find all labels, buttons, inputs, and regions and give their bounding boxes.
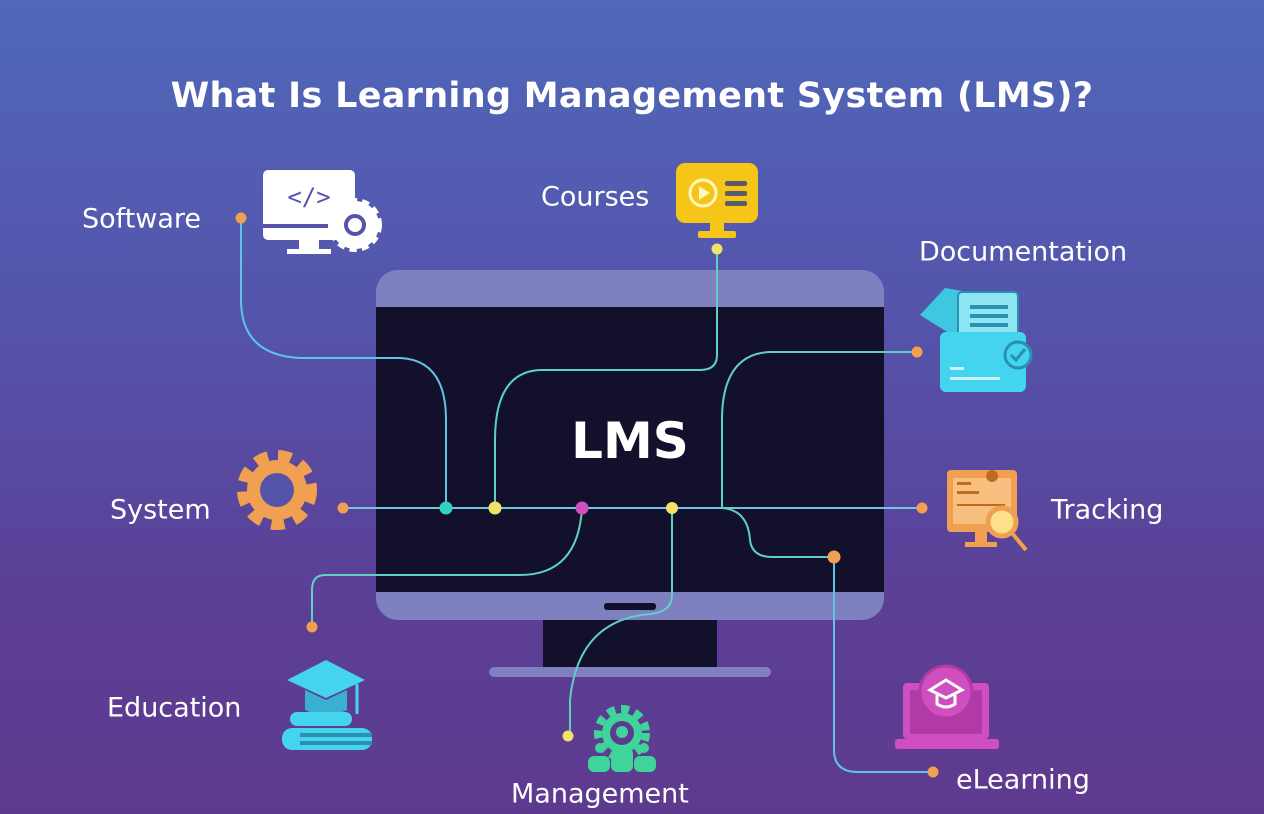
node-label-software: Software (82, 203, 202, 235)
elearning-dot (927, 766, 939, 778)
monitor-slot (604, 603, 656, 610)
hub-dot-teal (439, 501, 453, 515)
education-books-icon (282, 660, 372, 750)
node-label-education: Education (107, 692, 242, 724)
monitor-stand (543, 620, 717, 667)
management-line (569, 508, 673, 735)
node-label-system: System (110, 494, 211, 526)
node-label-elearning: eLearning (956, 764, 1090, 796)
software-code-icon: </> (263, 170, 382, 254)
junction-dot-orange (827, 550, 841, 564)
courses-line (494, 249, 718, 508)
documentation-dot (911, 346, 923, 358)
courses-dot (711, 243, 723, 255)
hub-dot-magenta (575, 501, 589, 515)
svg-text:</>: </> (287, 183, 330, 211)
courses-video-icon (676, 163, 758, 238)
hub-dot-yellow (488, 501, 502, 515)
tracking-map-search-icon (947, 470, 1028, 552)
software-dot (235, 212, 247, 224)
elearning-line-b (833, 557, 933, 773)
hub-dot-yellow-2 (666, 502, 678, 514)
monitor-base (489, 667, 771, 677)
education-line (311, 507, 583, 627)
system-gear-icon (237, 450, 317, 530)
node-label-documentation: Documentation (919, 236, 1128, 268)
education-dot (306, 621, 318, 633)
monitor (376, 270, 884, 677)
documentation-line (721, 351, 917, 508)
elearning-laptop-icon (895, 664, 999, 749)
elearning-line-a (721, 507, 834, 558)
system-dot (337, 502, 349, 514)
software-line (240, 218, 447, 508)
management-dot (562, 730, 574, 742)
page-title: What Is Learning Management System (LMS)… (170, 76, 1094, 116)
documentation-folder-icon (920, 288, 1033, 392)
node-label-tracking: Tracking (1051, 494, 1164, 526)
management-team-gear-icon (588, 705, 656, 772)
node-label-courses: Courses (541, 181, 650, 213)
tracking-dot (916, 502, 928, 514)
center-lms-label: LMS (571, 412, 689, 470)
connector-dots (235, 212, 939, 778)
node-label-management: Management (511, 778, 689, 810)
